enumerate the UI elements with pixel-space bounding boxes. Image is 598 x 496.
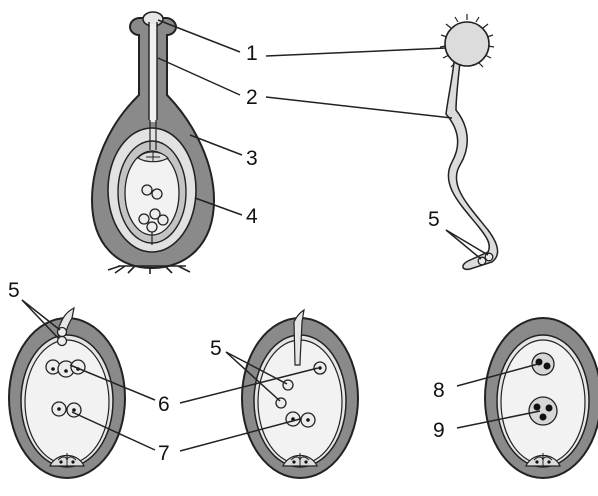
receptacle xyxy=(107,265,191,274)
label-9: 9 xyxy=(433,419,445,442)
pistil xyxy=(90,11,216,274)
zygote xyxy=(531,352,555,376)
tube-sperm-a2 xyxy=(56,335,68,347)
pollen-tube xyxy=(445,61,499,271)
leader-lines xyxy=(21,19,541,452)
tube-sperm-b1 xyxy=(282,379,294,391)
endosperm-nucleus xyxy=(528,396,558,426)
ovule-b xyxy=(241,308,359,479)
label-6: 6 xyxy=(158,393,170,416)
cell-e xyxy=(157,214,169,226)
entering-tube-b xyxy=(293,308,305,366)
label-5-ovule-a: 5 xyxy=(8,279,20,302)
style-pollen-tube xyxy=(148,22,158,120)
pollen-grain-with-tube xyxy=(439,14,499,271)
cell-d xyxy=(149,208,161,220)
cell-f xyxy=(146,221,158,233)
label-3: 3 xyxy=(246,147,258,170)
label-5-tube: 5 xyxy=(428,208,440,231)
stigma xyxy=(142,11,164,27)
label-5-ovule-b: 5 xyxy=(210,337,222,360)
label-7: 7 xyxy=(158,442,170,465)
pollen-grain-body xyxy=(444,21,490,67)
label-2: 2 xyxy=(246,86,258,109)
cell-b xyxy=(151,188,163,200)
label-1: 1 xyxy=(246,42,258,65)
ovule-a xyxy=(8,306,126,479)
cell-c xyxy=(138,213,150,225)
ovule-c xyxy=(484,317,598,479)
label-4: 4 xyxy=(246,205,258,228)
label-8: 8 xyxy=(433,379,445,402)
number-labels: 1 2 3 4 5 5 5 6 7 8 9 xyxy=(8,42,445,465)
cell-a xyxy=(141,184,153,196)
